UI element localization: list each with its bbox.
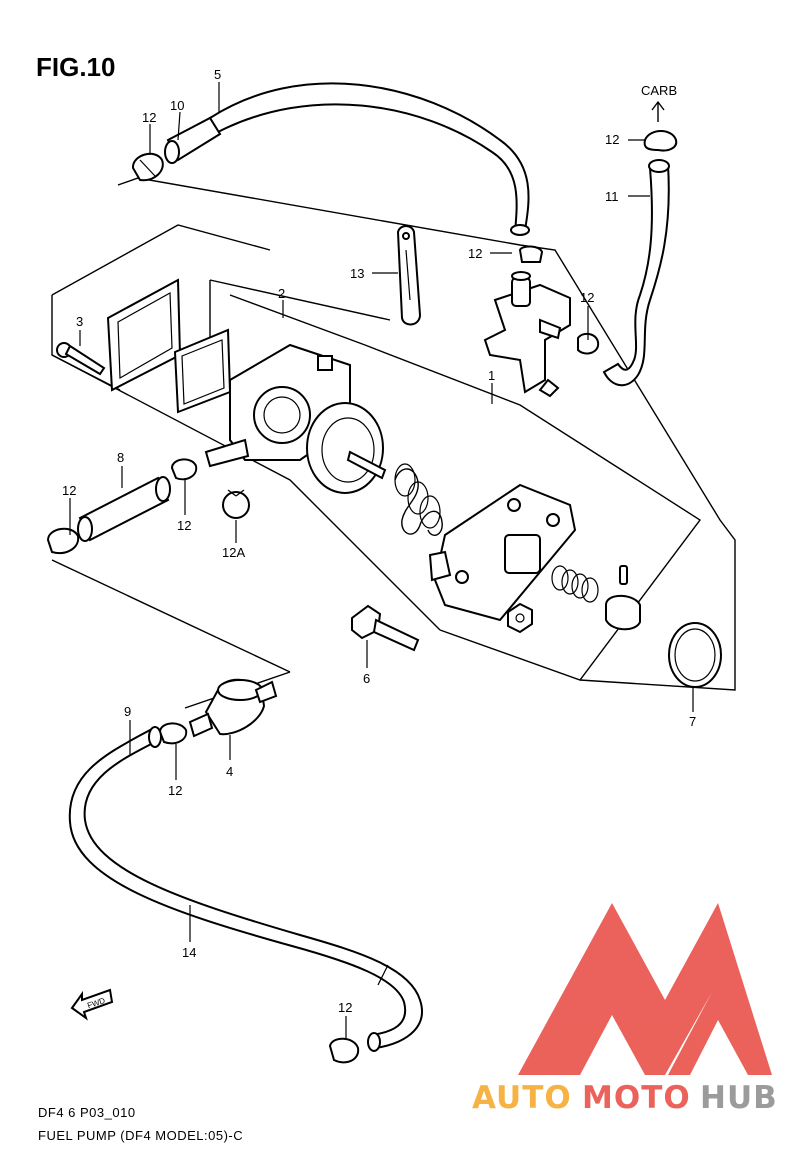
forward-arrow-icon: FWD [70,988,114,1021]
clip-12A [222,489,250,519]
spring-small [551,565,599,603]
label-part-14: 14 [182,945,196,960]
logo-mark-icon [518,903,772,1075]
leader-lines [69,82,694,1040]
nut [507,602,533,634]
label-part-8: 8 [117,450,124,465]
label-part-1: 1 [488,368,495,383]
automotohub-logo: AUTO MOTO HUB [472,903,778,1116]
logo-text-auto: AUTO [472,1080,572,1116]
fuel-hose-5 [131,82,530,236]
logo-text-moto: MOTO [582,1080,691,1116]
spring-large [394,463,443,536]
label-part-12: 12 [468,246,482,261]
label-part-12: 12 [580,290,594,305]
label-part-12: 12 [338,1000,352,1015]
label-part-5: 5 [214,67,221,82]
label-part-4: 4 [226,764,233,779]
pump-head-1 [483,245,600,398]
pump-cover [428,483,577,622]
label-part-6: 6 [363,671,370,686]
o-ring-7 [668,622,722,688]
drawing-code: DF4 6 P03_010 [38,1105,136,1120]
label-part-7: 7 [689,714,696,729]
label-carb: CARB [641,83,677,98]
fuel-hose-14 [68,726,423,1052]
label-part-12: 12 [168,783,182,798]
bolt-6 [351,604,420,652]
fuel-hose-11 [602,100,678,387]
drawing-caption: FUEL PUMP (DF4 MODEL:05)-C [38,1128,243,1143]
label-part-12: 12 [62,483,76,498]
label-part-12: 12 [177,518,191,533]
screw-3 [56,342,106,376]
label-part-12: 12 [142,110,156,125]
fuel-hose-8 [77,476,171,542]
label-part-11: 11 [605,189,619,204]
strap-13 [396,225,422,326]
label-part-12: 12 [605,132,619,147]
label-part-9: 9 [124,704,131,719]
label-part-2: 2 [278,286,285,301]
label-part-13: 13 [350,266,364,281]
valve-plug [605,565,641,631]
label-part-3: 3 [76,314,83,329]
pump-gaskets [106,278,232,414]
figure-title: FIG.10 [36,52,115,82]
label-part-12A: 12A [222,545,245,560]
fuel-filter-4 [188,678,278,738]
hose-clip-group [46,458,360,1064]
assembly-outline [51,177,736,709]
label-part-10: 10 [170,98,184,113]
logo-text-hub: HUB [700,1080,778,1116]
diaphragm [306,402,387,494]
part-number-labels: 5 10 12 CARB 12 11 12 13 2 3 12 1 8 12 1… [62,67,696,1015]
